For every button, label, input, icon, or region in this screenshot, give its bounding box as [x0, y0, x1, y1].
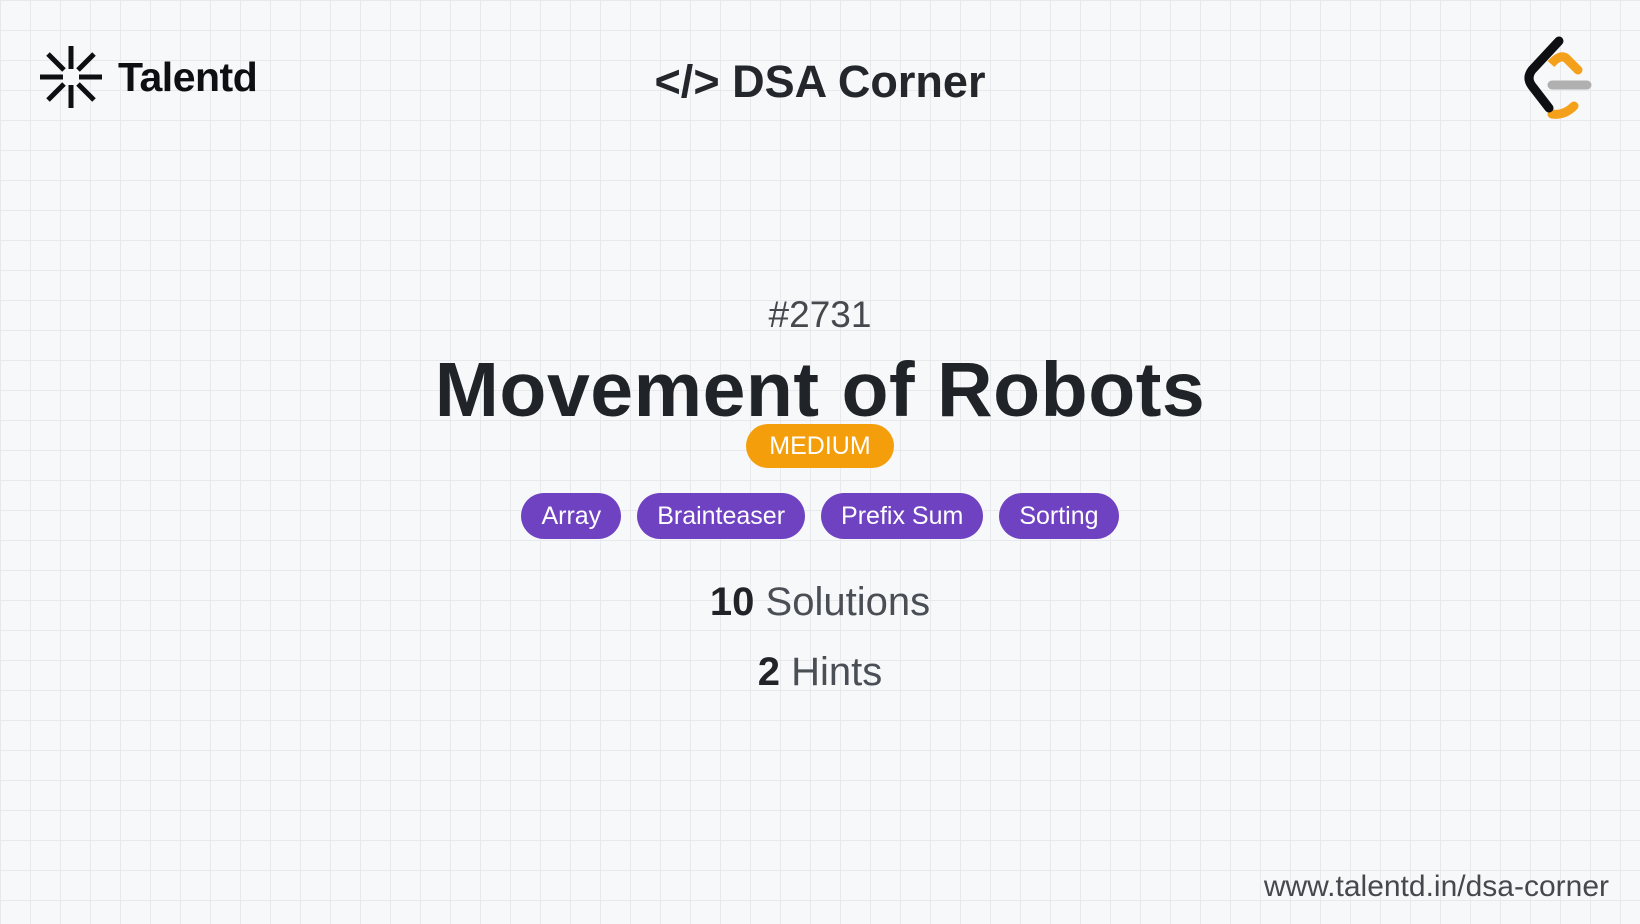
- leetcode-logo-icon: [1524, 36, 1592, 119]
- tag-brainteaser: Brainteaser: [637, 493, 806, 539]
- tag-prefix-sum: Prefix Sum: [821, 493, 984, 539]
- difficulty-badge: MEDIUM: [746, 424, 894, 468]
- solutions-count: 10: [709, 580, 755, 624]
- hints-count: 2: [757, 650, 780, 694]
- problem-title: Movement of Robots: [434, 347, 1206, 433]
- site-url: www.talentd.in/dsa-corner: [1263, 870, 1609, 903]
- tag-list: Array Brainteaser Prefix Sum Sorting: [0, 493, 1640, 539]
- problem-number: #2731: [768, 294, 872, 335]
- header-title: </> DSA Corner: [654, 56, 986, 107]
- tag-array: Array: [521, 493, 622, 539]
- talentd-starburst-icon: [40, 46, 102, 108]
- solutions-stat: 10 Solutions: [0, 580, 1640, 625]
- tag-sorting: Sorting: [999, 493, 1119, 539]
- hints-label: Hints: [791, 650, 883, 694]
- solutions-label: Solutions: [765, 580, 931, 624]
- talentd-logo: Talentd: [38, 44, 258, 110]
- brand-name: Talentd: [118, 53, 258, 100]
- hints-stat: 2 Hints: [0, 650, 1640, 695]
